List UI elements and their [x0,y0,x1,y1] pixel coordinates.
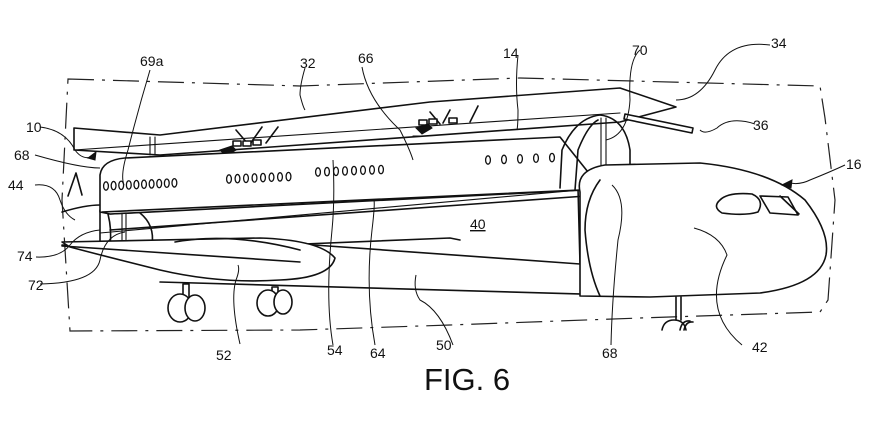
leader-lines [34,43,846,346]
cabin-window [163,178,170,189]
arm-36 [623,113,694,134]
nose-section [578,162,828,298]
cabin-window [516,153,524,164]
label-16: 16 [846,156,862,172]
cabin-window [368,165,376,175]
tail-section [61,172,101,246]
cabin-window [323,166,331,177]
cabin-window [118,180,125,191]
cabin-window [140,179,148,190]
cabin-window [125,180,132,190]
cabin-window [102,181,110,191]
lower-fuselage [99,189,651,297]
wing [61,237,336,282]
label-40: 40 [470,216,486,232]
label-64: 64 [370,345,386,361]
label-68-rear: 68 [14,147,30,163]
cabin-window [242,173,250,184]
cabin-window [341,166,349,176]
label-32: 32 [300,55,316,71]
arrow-icon [86,150,97,161]
cabin-window [500,154,508,165]
label-68-front: 68 [602,345,618,361]
upper-gantry [73,87,677,159]
label-36: 36 [753,117,769,133]
cabin-window [171,178,178,188]
envelope-boundary [61,77,836,332]
cabin-window [285,171,292,182]
cabin-window [276,172,284,182]
gripper-icon [415,123,433,135]
label-10: 10 [26,119,42,135]
figure-caption: FIG. 6 [424,362,510,397]
cabin-window [251,173,258,183]
cabin-window [259,172,267,183]
label-42: 42 [752,339,768,355]
label-14: 14 [503,45,519,61]
label-54: 54 [327,342,343,358]
label-74: 74 [17,248,33,264]
cabin-window [377,164,385,175]
label-50: 50 [436,337,452,353]
cabin-window [234,173,241,184]
cabin-window [314,167,322,177]
cabin-window [350,165,358,176]
cabin-window [532,153,540,164]
cabin-window [110,180,117,191]
label-70: 70 [632,42,648,58]
label-52: 52 [216,347,232,363]
cabin-window [484,155,492,165]
cabin-window [359,165,367,176]
label-44: 44 [8,177,24,193]
cabin-window [225,174,233,184]
bulkheads [107,114,631,246]
label-72: 72 [28,277,44,293]
window-row [102,152,556,191]
cabin-window [268,172,275,183]
label-66: 66 [358,50,374,66]
arrow-icon [780,179,793,189]
cabin-window [148,179,155,189]
nose-landing-gear [661,296,694,331]
cabin-window [156,178,163,189]
cabin-window [133,179,140,190]
label-34: 34 [771,35,787,51]
label-69a: 69a [140,53,164,69]
main-landing-gear [167,283,293,323]
cabin-window [548,152,556,163]
